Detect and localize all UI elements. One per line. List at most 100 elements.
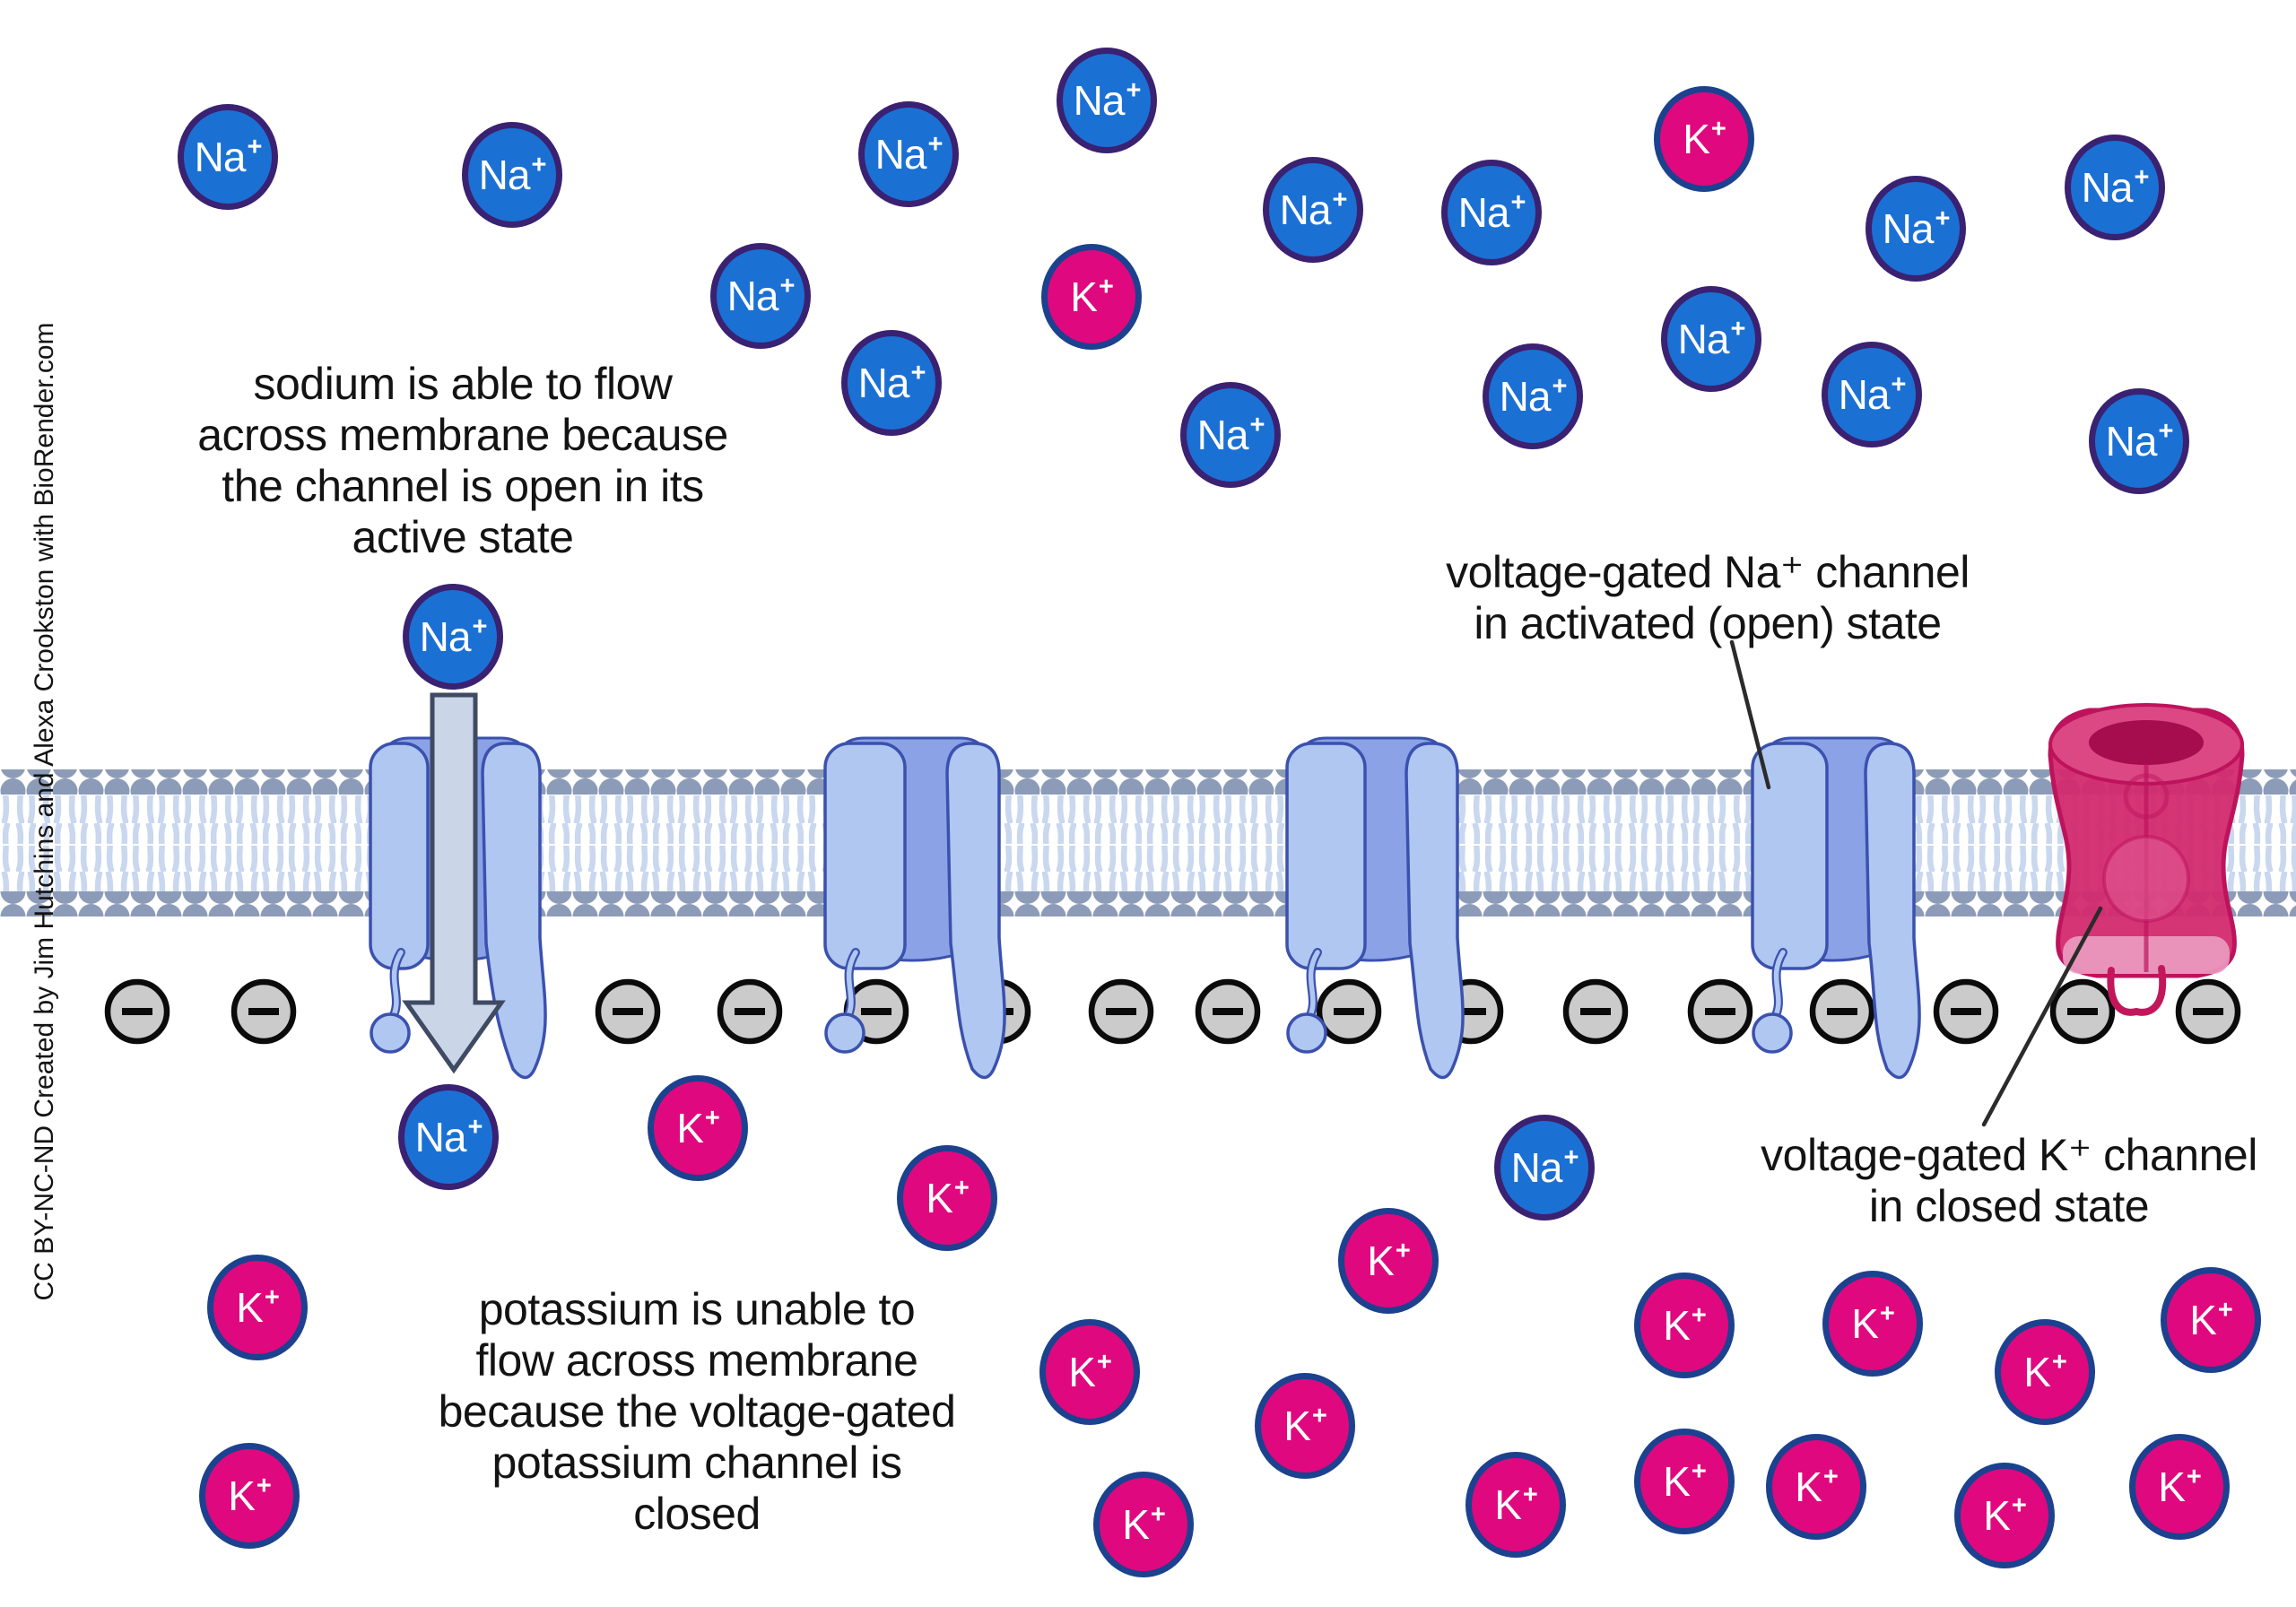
ion-charge: + <box>1552 371 1567 401</box>
negative-charge <box>717 978 783 1045</box>
inactivation-chain <box>1306 950 1320 1021</box>
ion-symbol: Na <box>419 613 472 660</box>
text-line: potassium channel is <box>491 1438 902 1488</box>
potassium-ion: K+ <box>1954 1463 2055 1568</box>
negative-charge <box>595 978 661 1045</box>
sodium-ion: Na+ <box>462 122 562 228</box>
credit-attribution-text: CC BY-NC-ND Created by Jim Hutchins and … <box>30 322 59 1301</box>
potassium-ion: K+ <box>2161 1267 2261 1373</box>
text-line: because the voltage-gated <box>438 1386 956 1437</box>
text-line: flow across membrane <box>475 1335 918 1385</box>
sodium-ion: Na+ <box>1057 48 1157 153</box>
ion-symbol: K <box>2023 1349 2051 1395</box>
ion-charge: + <box>1691 1300 1707 1330</box>
inactivation-ball <box>1286 1012 1327 1054</box>
text-line: sodium is able to flow <box>253 359 673 409</box>
sodium-ion: Na+ <box>403 584 503 690</box>
text-line: in closed state <box>1868 1181 2150 1231</box>
ion-charge: + <box>1510 187 1526 217</box>
ion-charge: + <box>1395 1236 1411 1265</box>
ion-charge: + <box>247 132 262 161</box>
ion-symbol: Na <box>1457 189 1510 236</box>
label-leader-line-1 <box>1729 639 1771 790</box>
ion-symbol: K <box>1283 1403 1311 1449</box>
ion-symbol: K <box>1122 1501 1150 1548</box>
text-line: potassium is unable to <box>478 1284 916 1334</box>
k-channel-loop <box>2107 965 2167 1016</box>
ion-charge: + <box>1710 114 1726 143</box>
inactivation-chain <box>389 950 404 1021</box>
potassium-ion: K+ <box>1093 1472 1194 1577</box>
text-line: the channel is open in its <box>222 461 704 511</box>
na-channel-1 <box>369 736 547 1080</box>
channel-right-subunit-hook <box>1405 742 1465 1080</box>
channel-left-subunit <box>1285 742 1367 970</box>
ion-symbol: Na <box>2105 418 2158 465</box>
sodium-ion: Na+ <box>1822 342 1922 447</box>
ion-symbol: K <box>1683 116 1710 162</box>
text-line: across membrane because <box>197 410 728 460</box>
channel-left-subunit <box>369 742 430 970</box>
potassium-ion: K+ <box>199 1443 300 1549</box>
ion-symbol: Na <box>1073 77 1126 124</box>
text-line: voltage-gated K⁺ channel <box>1761 1130 2257 1180</box>
membrane-lower-heads <box>0 891 2296 916</box>
ion-symbol: K <box>1795 1464 1822 1510</box>
ion-symbol: K <box>1367 1238 1395 1284</box>
ion-symbol: Na <box>1279 187 1332 233</box>
na-channel-3 <box>1285 736 1465 1080</box>
potassium-ion: K+ <box>1822 1271 1923 1377</box>
ion-charge: + <box>2134 162 2149 192</box>
ion-charge: + <box>1935 204 1950 233</box>
sodium-ion: Na+ <box>1263 157 1363 263</box>
sodium-ion: Na+ <box>1866 176 1966 282</box>
channel-left-subunit <box>823 742 907 970</box>
na-channel-4 <box>1751 736 1921 1080</box>
potassium-ion: K+ <box>207 1255 308 1360</box>
ion-symbol: Na <box>2081 164 2134 211</box>
sodium-ion: Na+ <box>858 101 959 207</box>
ion-charge: + <box>1249 410 1265 439</box>
ion-symbol: Na <box>1196 412 1249 458</box>
ion-symbol: K <box>1494 1481 1522 1528</box>
ion-symbol: K <box>1663 1458 1691 1505</box>
sodium-ion: Na+ <box>1483 343 1583 449</box>
ion-symbol: Na <box>1882 205 1935 252</box>
potassium-ion: K+ <box>1039 1319 1140 1425</box>
negative-charge <box>1933 978 1999 1045</box>
k-channel-closed <box>2048 703 2245 1016</box>
ion-charge: + <box>1150 1499 1166 1529</box>
ion-symbol: K <box>1983 1492 2011 1539</box>
ion-charge: + <box>1563 1142 1578 1172</box>
inactivation-ball <box>1752 1012 1793 1054</box>
sodium-ion: Na+ <box>1441 160 1542 265</box>
negative-charge <box>1562 978 1629 1045</box>
potassium-ion: K+ <box>1465 1452 1566 1558</box>
sodium-ion: Na+ <box>2065 135 2165 240</box>
sodium-ion: Na+ <box>1180 382 1281 488</box>
label-leader-line-2 <box>1981 906 2103 1127</box>
potassium-ion: K+ <box>1255 1373 1355 1479</box>
ion-charge: + <box>2158 416 2173 446</box>
potassium-ion: K+ <box>648 1075 748 1181</box>
inactivation-chain <box>1771 950 1786 1021</box>
ion-symbol: Na <box>1838 371 1891 418</box>
ion-charge: + <box>1126 75 1141 105</box>
ion-charge: + <box>704 1103 720 1133</box>
potassium-ion: K+ <box>1995 1319 2095 1425</box>
ion-symbol: Na <box>194 134 247 180</box>
sodium-ion: Na+ <box>1661 286 1761 392</box>
ion-charge: + <box>1879 1299 1895 1328</box>
ion-symbol: K <box>676 1105 704 1151</box>
ion-charge: + <box>2051 1347 2067 1377</box>
ion-charge: + <box>953 1173 970 1203</box>
potassium-ion: K+ <box>1634 1429 1735 1534</box>
ion-symbol: Na <box>874 131 927 178</box>
ion-charge: + <box>1096 1347 1112 1377</box>
potassium-ion: K+ <box>1654 86 1754 192</box>
